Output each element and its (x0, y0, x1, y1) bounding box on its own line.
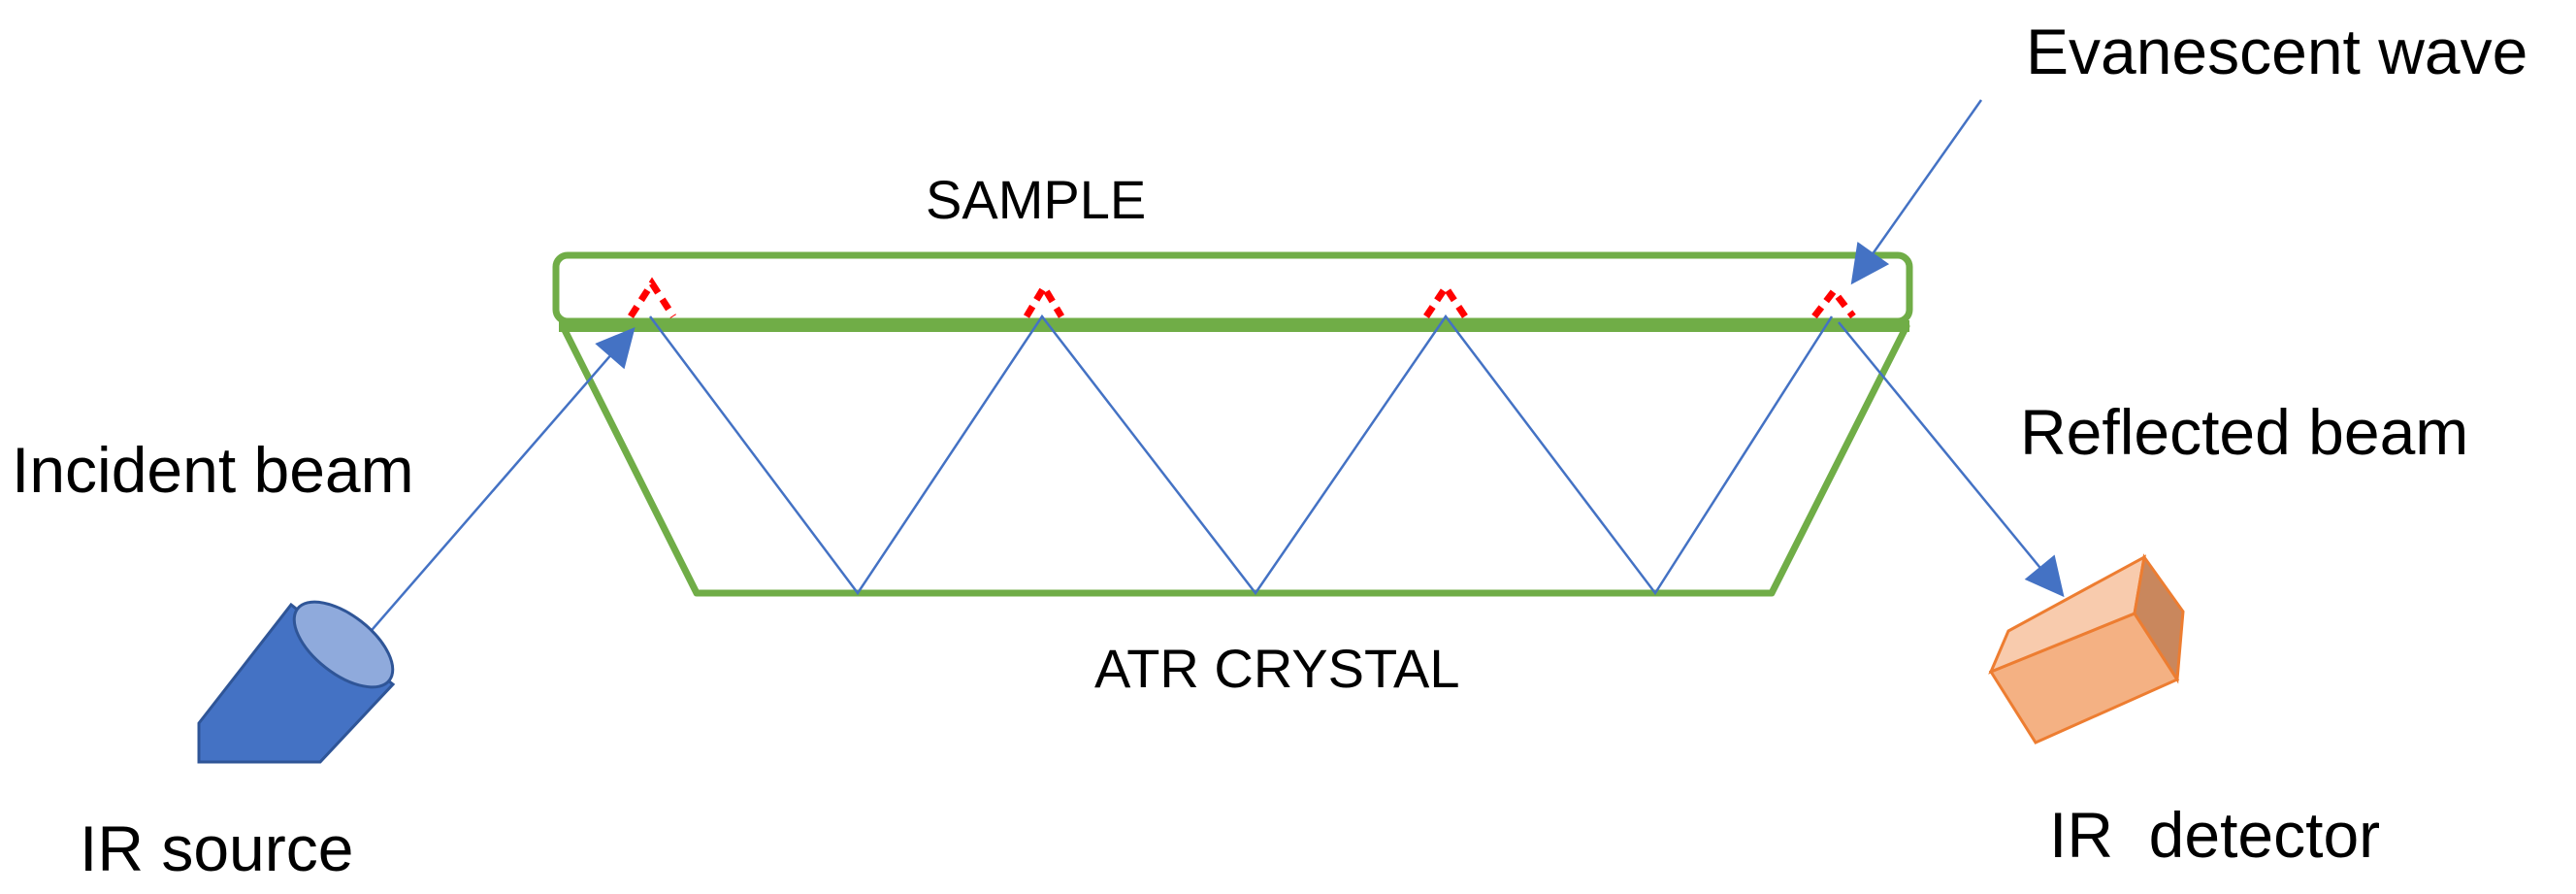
incident-beam-label: Incident beam (12, 434, 414, 506)
evanescent-mark (1423, 281, 1468, 318)
ir-source-body (197, 602, 396, 764)
box-icon (1988, 553, 2185, 745)
ir-source-label: IR source (80, 812, 353, 884)
sample-layer (552, 251, 1913, 325)
cylinder-icon (197, 600, 396, 764)
evanescent-wave-label: Evanescent wave (2026, 16, 2527, 87)
evanescent-mark (1023, 281, 1065, 318)
internal-reflection-path (649, 314, 1834, 596)
ir-detector-label: IR detector (2049, 799, 2380, 871)
atr-crystal-label: ATR CRYSTAL (1094, 638, 1460, 699)
ir-source-face (292, 600, 395, 689)
incident-beam-arrow (366, 326, 636, 637)
evanescent-mark (1811, 285, 1856, 319)
atr-crystal (559, 322, 1910, 597)
evanescent-pointer-arrow (1850, 99, 1983, 285)
reflected-beam-label: Reflected beam (2020, 396, 2468, 468)
sample-label: SAMPLE (926, 169, 1146, 230)
evanescent-mark (628, 277, 676, 318)
reflected-beam-arrow (1838, 321, 2065, 598)
ir-detector-side (2133, 553, 2185, 684)
evanescent-wave-marks (628, 277, 1856, 319)
